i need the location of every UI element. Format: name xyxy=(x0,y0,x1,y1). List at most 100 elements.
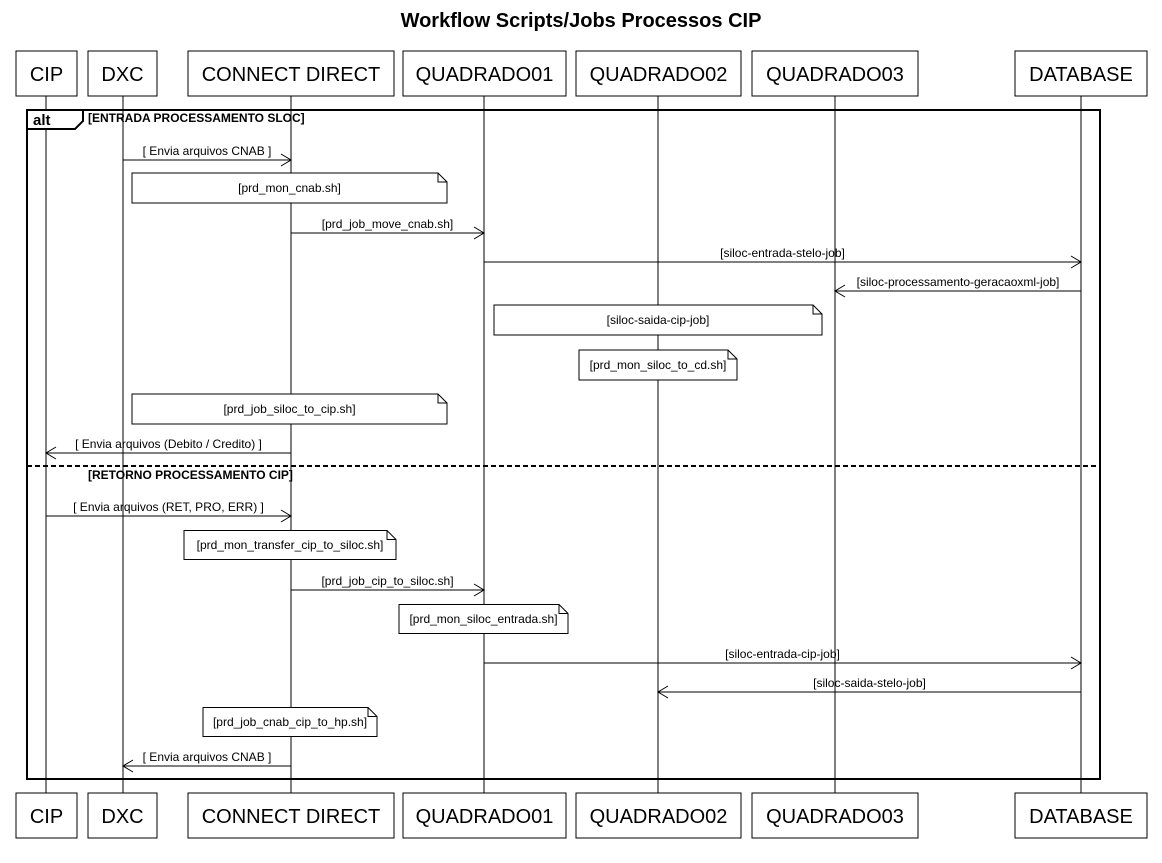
participant-dxc-bottom: DXC xyxy=(87,792,158,839)
note-11: [prd_mon_transfer_cip_to_siloc.sh] xyxy=(183,530,397,560)
message-5: [siloc-processamento-geracaoxml-job] xyxy=(834,275,1081,298)
participant-q2-top: QUADRADO02 xyxy=(575,50,742,97)
message-label: [siloc-saida-stelo-job] xyxy=(813,676,926,690)
participant-box xyxy=(402,50,567,97)
participant-box xyxy=(187,792,395,839)
note-13: [prd_mon_siloc_entrada.sh] xyxy=(398,604,569,634)
note-fold xyxy=(727,350,737,360)
message-1: [ Envia arquivos CNAB ] xyxy=(123,144,292,167)
participant-q1-bottom: QUADRADO01 xyxy=(402,792,567,839)
participant-label: QUADRADO02 xyxy=(590,806,728,828)
arrowhead xyxy=(280,509,292,523)
participant-box xyxy=(1014,792,1148,839)
participant-box xyxy=(402,792,567,839)
arrowhead xyxy=(45,446,57,460)
arrowhead xyxy=(122,759,134,773)
diagram-title: Workflow Scripts/Jobs Processos CIP xyxy=(401,10,762,32)
note-6: [siloc-saida-cip-job] xyxy=(493,304,823,336)
note-16: [prd_job_cnab_cip_to_hp.sh] xyxy=(202,707,378,737)
participant-box xyxy=(751,50,919,97)
participant-q1-top: QUADRADO01 xyxy=(402,50,567,97)
message-label: [prd_job_cip_to_siloc.sh] xyxy=(321,574,453,588)
arrowhead xyxy=(1070,656,1082,670)
participant-box xyxy=(575,792,742,839)
participant-box xyxy=(187,50,395,97)
participant-label: QUADRADO03 xyxy=(766,64,904,86)
message-10: [ Envia arquivos (RET, PRO, ERR) ] xyxy=(46,500,292,523)
note-fold xyxy=(367,707,377,717)
participant-label: QUADRADO03 xyxy=(766,806,904,828)
participant-label: QUADRADO01 xyxy=(416,806,554,828)
arrowhead xyxy=(1070,255,1082,269)
arrowhead xyxy=(280,153,292,167)
participant-box xyxy=(87,50,158,97)
message-label: [prd_job_move_cnab.sh] xyxy=(322,217,453,231)
participant-box xyxy=(15,50,78,97)
participant-label: DATABASE xyxy=(1029,64,1133,86)
note-box xyxy=(131,393,448,425)
participant-cd-top: CONNECT DIRECT xyxy=(187,50,395,97)
guard-retorno: [RETORNO PROCESSAMENTO CIP] xyxy=(88,468,293,482)
alt-tab xyxy=(26,109,84,130)
note-label: [prd_mon_cnab.sh] xyxy=(238,181,341,195)
participant-q3-top: QUADRADO03 xyxy=(751,50,919,97)
alt-keyword: alt xyxy=(33,112,51,129)
note-box xyxy=(578,349,738,381)
participant-label: CIP xyxy=(30,64,63,86)
steps: [ Envia arquivos CNAB ] [prd_mon_cnab.sh]… xyxy=(45,144,1082,773)
participant-label: CONNECT DIRECT xyxy=(202,64,381,86)
message-label: [siloc-processamento-geracaoxml-job] xyxy=(857,275,1060,289)
alt-fragment: alt [ENTRADA PROCESSAMENTO SLOC] [RETORN… xyxy=(26,109,1101,780)
message-label: [siloc-entrada-cip-job] xyxy=(725,647,840,661)
note-label: [prd_job_cnab_cip_to_hp.sh] xyxy=(213,715,367,729)
message-label: [siloc-entrada-stelo-job] xyxy=(720,246,845,260)
participant-label: QUADRADO02 xyxy=(590,64,728,86)
participant-dxc-top: DXC xyxy=(87,50,158,97)
participant-box xyxy=(575,50,742,97)
arrowhead xyxy=(473,583,485,597)
note-fold xyxy=(558,604,568,614)
participant-db-bottom: DATABASE xyxy=(1014,792,1148,839)
note-2: [prd_mon_cnab.sh] xyxy=(131,172,448,204)
participant-label: CIP xyxy=(30,806,63,828)
note-label: [prd_mon_transfer_cip_to_siloc.sh] xyxy=(197,538,384,552)
note-label: [siloc-saida-cip-job] xyxy=(607,313,710,327)
message-17: [ Envia arquivos CNAB ] xyxy=(122,750,291,773)
guard-entrada: [ENTRADA PROCESSAMENTO SLOC] xyxy=(88,111,305,125)
participant-label: DATABASE xyxy=(1029,806,1133,828)
participant-q3-bottom: QUADRADO03 xyxy=(751,792,919,839)
note-box xyxy=(183,530,397,560)
note-box xyxy=(202,707,378,737)
message-9: [ Envia arquivos (Debito / Credito) ] xyxy=(45,437,291,460)
note-fold xyxy=(437,394,447,404)
arrowhead xyxy=(657,685,669,699)
participant-label: DXC xyxy=(101,64,143,86)
participant-box xyxy=(1014,50,1148,97)
note-label: [prd_mon_siloc_entrada.sh] xyxy=(409,612,557,626)
note-box xyxy=(131,172,448,204)
message-12: [prd_job_cip_to_siloc.sh] xyxy=(291,574,485,597)
participant-box xyxy=(15,792,78,839)
participant-box xyxy=(87,792,158,839)
arrowhead xyxy=(473,226,485,240)
message-label: [ Envia arquivos CNAB ] xyxy=(143,750,272,764)
participant-cip-top: CIP xyxy=(15,50,78,97)
alt-frame xyxy=(26,109,1101,780)
note-label: [prd_job_siloc_to_cip.sh] xyxy=(223,402,355,416)
note-8: [prd_job_siloc_to_cip.sh] xyxy=(131,393,448,425)
lifelines xyxy=(45,96,1082,793)
participant-label: CONNECT DIRECT xyxy=(202,806,381,828)
message-label: [ Envia arquivos (RET, PRO, ERR) ] xyxy=(73,500,264,514)
participant-label: DXC xyxy=(101,806,143,828)
participant-db-top: DATABASE xyxy=(1014,50,1148,97)
participant-label: QUADRADO01 xyxy=(416,64,554,86)
participant-box xyxy=(751,792,919,839)
participants: CIP CIP DXC DXC CONNECT DIRECT CONNECT DIRECT… xyxy=(15,50,1148,839)
note-fold xyxy=(386,530,396,540)
note-label: [prd_mon_siloc_to_cd.sh] xyxy=(590,358,727,372)
participant-cip-bottom: CIP xyxy=(15,792,78,839)
message-14: [siloc-entrada-cip-job] xyxy=(484,647,1082,670)
participant-q2-bottom: QUADRADO02 xyxy=(575,792,742,839)
message-label: [ Envia arquivos (Debito / Credito) ] xyxy=(75,437,262,451)
